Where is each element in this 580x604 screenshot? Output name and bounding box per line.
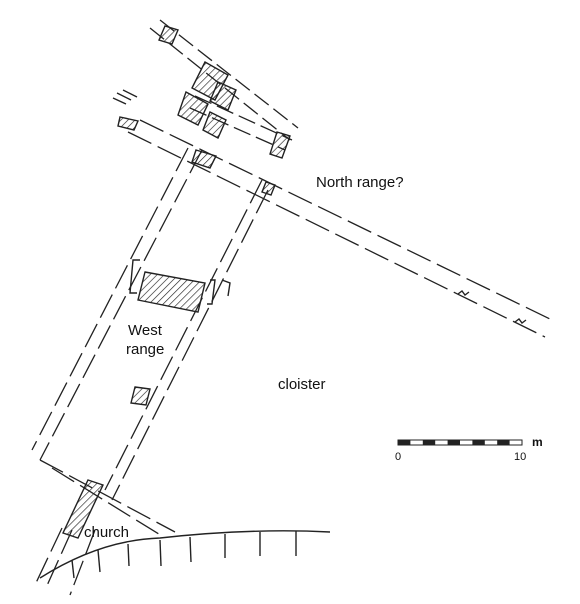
scale-bar: 0 10 m bbox=[395, 435, 543, 463]
cloister-label: cloister bbox=[278, 376, 326, 393]
scarp-boundary bbox=[39, 530, 331, 579]
west-range-label-line1: West bbox=[128, 322, 163, 339]
scale-end-label: 10 bbox=[514, 451, 526, 463]
west-range-walls bbox=[31, 147, 269, 537]
north-range-label: North range? bbox=[316, 174, 404, 191]
wall-marks bbox=[457, 290, 527, 324]
west-range-label-line2: range bbox=[126, 341, 164, 358]
scale-unit-label: m bbox=[532, 435, 543, 449]
doorway-marks bbox=[112, 89, 231, 305]
wall-fragments bbox=[62, 25, 291, 539]
church-walls bbox=[34, 527, 96, 596]
scale-start-label: 0 bbox=[395, 451, 401, 463]
church-label: church bbox=[84, 524, 129, 541]
